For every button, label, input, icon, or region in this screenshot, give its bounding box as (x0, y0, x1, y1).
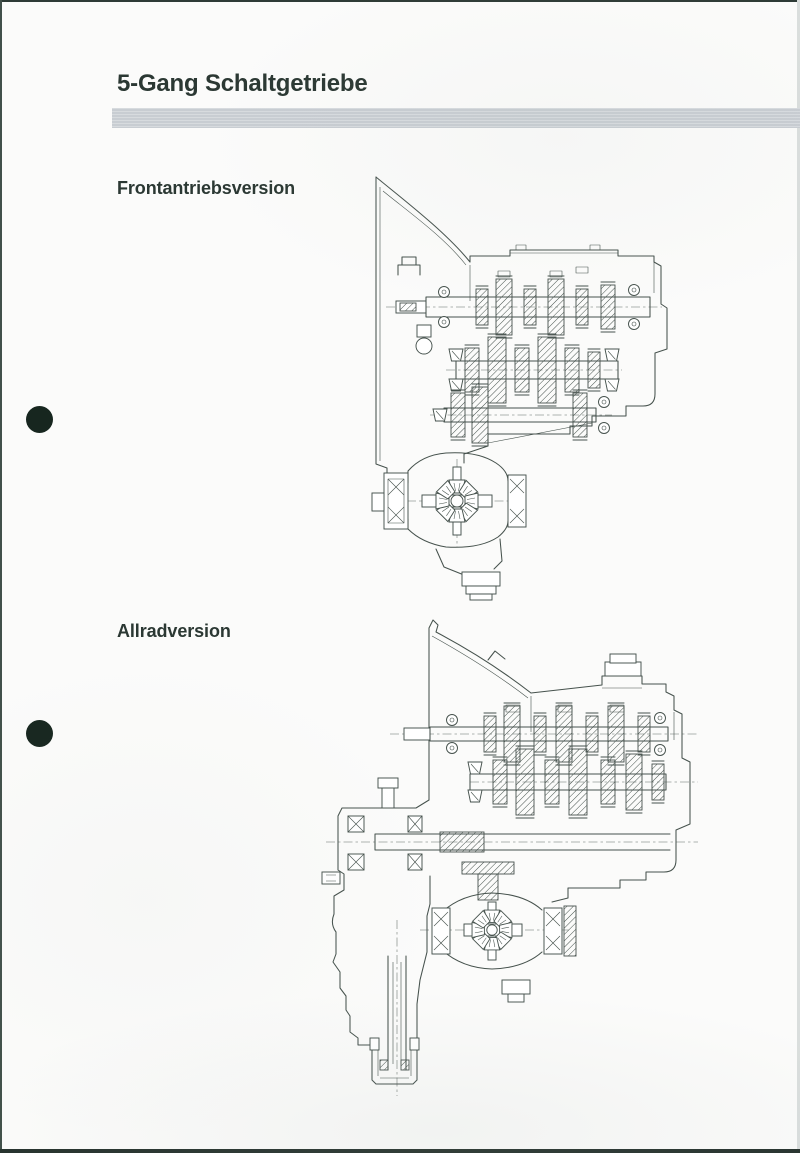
punch-hole-top (26, 406, 53, 433)
section-label-frontantrieb: Frontantriebsversion (117, 178, 296, 198)
countershaft (467, 745, 667, 819)
countershaft (448, 333, 620, 407)
page-title: 5-Gang Schaltgetriebe (117, 70, 368, 97)
differential-bevel-gears (435, 479, 479, 523)
differential (431, 892, 577, 1003)
rear-output-shaft (369, 955, 420, 1085)
scan-edge-top (0, 0, 800, 2)
title-divider-bar (112, 108, 800, 128)
differential-bevel-gears (471, 909, 513, 951)
allrad-transmission-drawing (321, 619, 698, 1096)
scan-edge-bottom (0, 1149, 800, 1153)
scan-edge-right (797, 0, 800, 1153)
section-label-allrad: Allradversion (117, 621, 231, 641)
scan-edge-left (0, 0, 2, 1153)
housing-outline (375, 176, 668, 484)
frontantrieb-transmission-drawing (371, 176, 668, 601)
punch-hole-bottom (26, 720, 53, 747)
input-shaft (395, 266, 651, 339)
final-drive-shaft (432, 383, 610, 447)
input-shaft (403, 702, 669, 766)
transfer-shaft (347, 777, 671, 901)
differential (371, 452, 527, 601)
housing-outline (321, 619, 691, 1046)
